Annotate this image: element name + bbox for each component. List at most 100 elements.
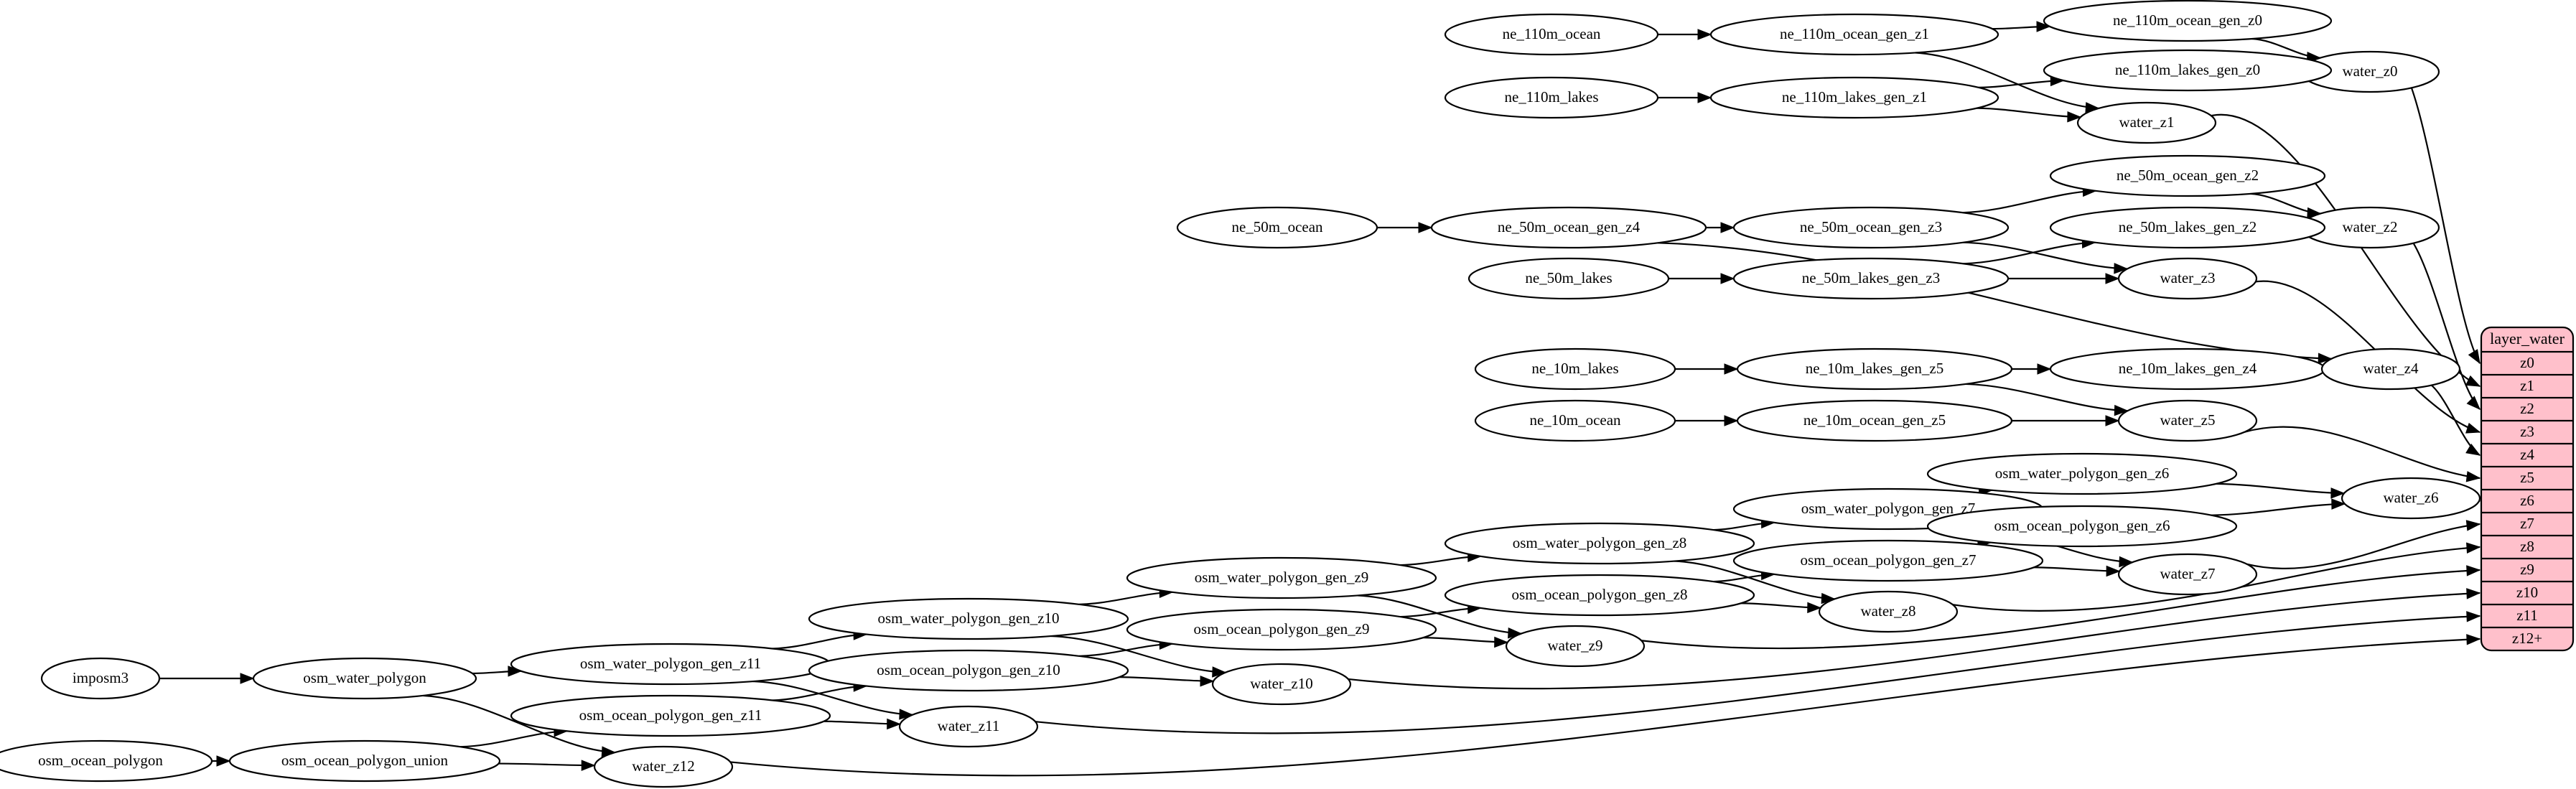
node-ne_50m_ocean_gen_z3[interactable]: ne_50m_ocean_gen_z3 bbox=[1732, 206, 2010, 249]
edge-arrowhead bbox=[1200, 675, 1215, 687]
table-row-z4[interactable]: z4 bbox=[2520, 446, 2534, 463]
node-ne_50m_lakes_gen_z2[interactable]: ne_50m_lakes_gen_z2 bbox=[2049, 206, 2326, 249]
edge bbox=[1740, 602, 1822, 614]
table-row-z12+[interactable]: z12+ bbox=[2512, 630, 2542, 647]
node-water_z6[interactable]: water_z6 bbox=[2341, 477, 2481, 520]
edge-arrowhead bbox=[2105, 273, 2120, 284]
node-water_z7[interactable]: water_z7 bbox=[2117, 553, 2258, 596]
node-osm_ocean_polygon_gen_z7[interactable]: osm_ocean_polygon_gen_z7 bbox=[1732, 539, 2044, 582]
node-osm_water_polygon_gen_z9[interactable]: osm_water_polygon_gen_z9 bbox=[1126, 556, 1437, 599]
table-row-z1[interactable]: z1 bbox=[2520, 377, 2534, 394]
node-water_z9[interactable]: water_z9 bbox=[1505, 625, 1646, 668]
node-osm_ocean_polygon_gen_z6[interactable]: osm_ocean_polygon_gen_z6 bbox=[1926, 505, 2238, 548]
node-osm_ocean_polygon_gen_z11[interactable]: osm_ocean_polygon_gen_z11 bbox=[510, 694, 831, 737]
edge bbox=[211, 755, 231, 767]
edge-line bbox=[422, 694, 615, 754]
node-shape bbox=[2117, 399, 2258, 442]
node-shape bbox=[1430, 206, 1707, 249]
edge-arrowhead bbox=[2466, 634, 2481, 645]
node-ne_50m_ocean[interactable]: ne_50m_ocean bbox=[1176, 206, 1378, 249]
edge-arrowhead bbox=[1724, 415, 1739, 426]
node-shape bbox=[1467, 257, 1670, 300]
edge-arrowhead bbox=[2466, 588, 2481, 599]
edge bbox=[730, 634, 2481, 777]
node-label: ne_110m_ocean_gen_z1 bbox=[1780, 25, 1929, 42]
node-osm_ocean_polygon_union[interactable]: osm_ocean_polygon_union bbox=[228, 739, 501, 783]
table-row-z9[interactable]: z9 bbox=[2520, 561, 2534, 578]
node-water_z12[interactable]: water_z12 bbox=[593, 745, 734, 788]
edge-arrowhead bbox=[2036, 21, 2051, 32]
table-row-z11[interactable]: z11 bbox=[2516, 607, 2538, 624]
node-shape bbox=[1709, 13, 1999, 56]
node-label: ne_10m_ocean_gen_z5 bbox=[1803, 411, 1946, 429]
edge-line bbox=[752, 680, 913, 716]
edge-arrowhead bbox=[2466, 542, 2481, 554]
node-osm_water_polygon_gen_z11[interactable]: osm_water_polygon_gen_z11 bbox=[510, 643, 831, 686]
edge-arrowhead bbox=[1724, 363, 1739, 375]
table-row-z0[interactable]: z0 bbox=[2520, 354, 2534, 371]
node-shape bbox=[252, 657, 477, 700]
node-ne_50m_ocean_gen_z4[interactable]: ne_50m_ocean_gen_z4 bbox=[1430, 206, 1707, 249]
node-ne_10m_lakes[interactable]: ne_10m_lakes bbox=[1474, 347, 1676, 391]
edge bbox=[1977, 107, 2082, 123]
node-ne_110m_lakes[interactable]: ne_110m_lakes bbox=[1444, 76, 1659, 119]
node-label: osm_water_polygon bbox=[303, 669, 426, 686]
node-osm_water_polygon_gen_z6[interactable]: osm_water_polygon_gen_z6 bbox=[1926, 452, 2238, 495]
node-ne_110m_lakes_gen_z1[interactable]: ne_110m_lakes_gen_z1 bbox=[1709, 76, 1999, 119]
node-shape bbox=[1211, 663, 1352, 706]
node-ne_50m_lakes[interactable]: ne_50m_lakes bbox=[1467, 257, 1670, 300]
table-row-z8[interactable]: z8 bbox=[2520, 538, 2534, 555]
table-row-z3[interactable]: z3 bbox=[2520, 423, 2534, 440]
edge-arrowhead bbox=[2468, 349, 2481, 365]
table-row-z2[interactable]: z2 bbox=[2520, 400, 2534, 417]
node-osm_water_polygon_gen_z8[interactable]: osm_water_polygon_gen_z8 bbox=[1444, 522, 1755, 565]
node-label: osm_water_polygon_gen_z10 bbox=[877, 610, 1059, 627]
node-ne_50m_ocean_gen_z2[interactable]: ne_50m_ocean_gen_z2 bbox=[2049, 154, 2326, 197]
node-water_z4[interactable]: water_z4 bbox=[2320, 347, 2461, 391]
node-ne_50m_lakes_gen_z3[interactable]: ne_50m_lakes_gen_z3 bbox=[1732, 257, 2010, 300]
table-row-z7[interactable]: z7 bbox=[2520, 515, 2534, 532]
edge-line bbox=[1035, 615, 2481, 734]
table-row-z10[interactable]: z10 bbox=[2516, 584, 2538, 601]
node-water_z10[interactable]: water_z10 bbox=[1211, 663, 1352, 706]
node-shape bbox=[898, 705, 1039, 748]
edge bbox=[1706, 222, 1735, 233]
table-row-z6[interactable]: z6 bbox=[2520, 492, 2534, 509]
node-shape bbox=[1126, 556, 1437, 599]
table-row-z5[interactable]: z5 bbox=[2520, 469, 2534, 486]
edge bbox=[2211, 498, 2346, 516]
node-ne_110m_lakes_gen_z0[interactable]: ne_110m_lakes_gen_z0 bbox=[2043, 49, 2333, 92]
edge-arrowhead bbox=[1697, 92, 1712, 103]
node-ne_10m_ocean[interactable]: ne_10m_ocean bbox=[1474, 399, 1676, 442]
node-osm_ocean_polygon[interactable]: osm_ocean_polygon bbox=[0, 739, 213, 783]
node-label: osm_ocean_polygon_union bbox=[281, 752, 449, 769]
node-osm_ocean_polygon_gen_z9[interactable]: osm_ocean_polygon_gen_z9 bbox=[1126, 608, 1437, 651]
node-ne_10m_lakes_gen_z5[interactable]: ne_10m_lakes_gen_z5 bbox=[1736, 347, 2013, 391]
node-water_z8[interactable]: water_z8 bbox=[1818, 590, 1959, 633]
node-label: water_z6 bbox=[2384, 489, 2439, 506]
node-ne_110m_ocean[interactable]: ne_110m_ocean bbox=[1444, 13, 1659, 56]
node-osm_ocean_polygon_gen_z8[interactable]: osm_ocean_polygon_gen_z8 bbox=[1444, 574, 1755, 617]
node-label: imposm3 bbox=[73, 669, 129, 686]
node-osm_water_polygon[interactable]: osm_water_polygon bbox=[252, 657, 477, 700]
node-ne_10m_lakes_gen_z4[interactable]: ne_10m_lakes_gen_z4 bbox=[2049, 347, 2326, 391]
edge bbox=[2011, 363, 2052, 375]
node-osm_ocean_polygon_gen_z10[interactable]: osm_ocean_polygon_gen_z10 bbox=[808, 649, 1129, 692]
node-label: ne_10m_ocean bbox=[1529, 411, 1621, 429]
node-water_z2[interactable]: water_z2 bbox=[2300, 206, 2440, 249]
node-water_z5[interactable]: water_z5 bbox=[2117, 399, 2258, 442]
node-water_z1[interactable]: water_z1 bbox=[2076, 101, 2217, 144]
edge bbox=[2011, 415, 2120, 426]
edge-line bbox=[1962, 190, 2096, 214]
node-ne_110m_ocean_gen_z1[interactable]: ne_110m_ocean_gen_z1 bbox=[1709, 13, 1999, 56]
node-water_z3[interactable]: water_z3 bbox=[2117, 257, 2258, 300]
node-osm_water_polygon_gen_z10[interactable]: osm_water_polygon_gen_z10 bbox=[808, 597, 1129, 640]
node-water_z11[interactable]: water_z11 bbox=[898, 705, 1039, 748]
node-ne_110m_ocean_gen_z0[interactable]: ne_110m_ocean_gen_z0 bbox=[2043, 0, 2333, 42]
edge-arrowhead bbox=[1720, 222, 1735, 233]
node-label: ne_110m_lakes_gen_z1 bbox=[1782, 88, 1927, 106]
node-imposm3[interactable]: imposm3 bbox=[40, 657, 161, 700]
edge-line bbox=[1965, 383, 2128, 412]
node-ne_10m_ocean_gen_z5[interactable]: ne_10m_ocean_gen_z5 bbox=[1736, 399, 2013, 442]
